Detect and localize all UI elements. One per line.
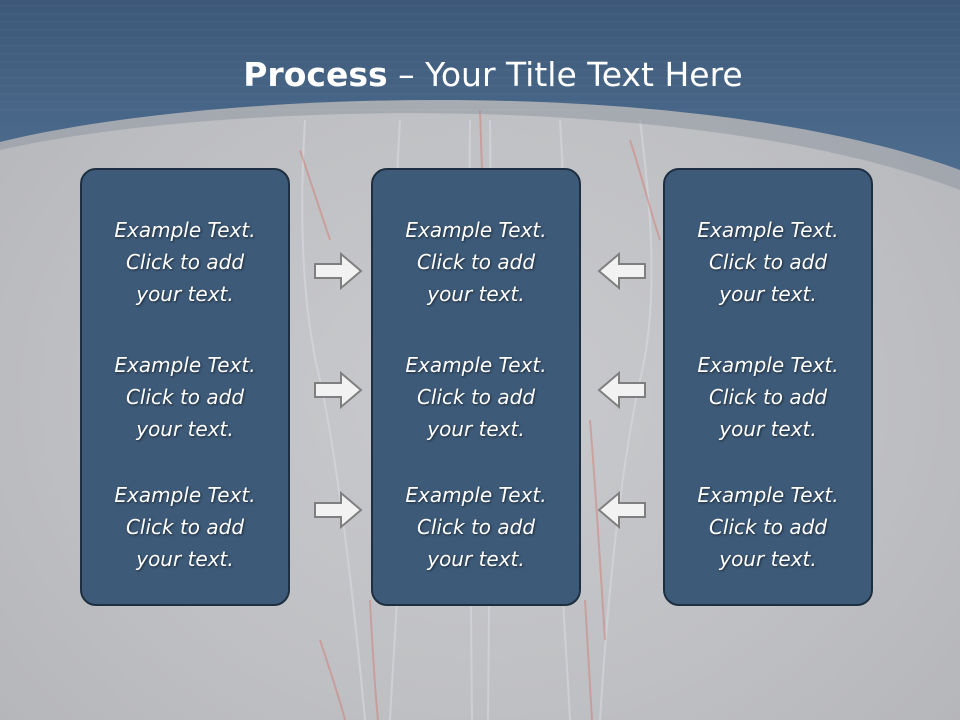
text-line: Click to add bbox=[708, 250, 828, 274]
text-line: Example Text. bbox=[697, 483, 839, 507]
text-block[interactable]: Example Text. Click to add your text. bbox=[82, 479, 288, 575]
text-line: Example Text. bbox=[114, 483, 256, 507]
arrow-left-icon[interactable] bbox=[597, 370, 647, 410]
arrow-left-icon[interactable] bbox=[597, 251, 647, 291]
text-line: Click to add bbox=[125, 385, 245, 409]
text-line: Example Text. bbox=[697, 218, 839, 242]
text-line: Example Text. bbox=[114, 218, 256, 242]
text-line: Click to add bbox=[708, 515, 828, 539]
text-block[interactable]: Example Text. Click to add your text. bbox=[665, 479, 871, 575]
text-line: Click to add bbox=[708, 385, 828, 409]
text-line: Click to add bbox=[416, 515, 536, 539]
text-line: Example Text. bbox=[697, 353, 839, 377]
text-line: your text. bbox=[719, 282, 817, 306]
text-block[interactable]: Example Text. Click to add your text. bbox=[82, 349, 288, 445]
text-line: your text. bbox=[136, 417, 234, 441]
text-box-right[interactable]: Example Text. Click to add your text. Ex… bbox=[663, 168, 873, 606]
text-block[interactable]: Example Text. Click to add your text. bbox=[665, 214, 871, 310]
slide-title[interactable]: Process – Your Title Text Here bbox=[0, 52, 960, 98]
text-block[interactable]: Example Text. Click to add your text. bbox=[373, 349, 579, 445]
text-line: Click to add bbox=[416, 250, 536, 274]
title-bold-part: Process bbox=[243, 55, 388, 94]
text-line: your text. bbox=[719, 547, 817, 571]
text-box-left[interactable]: Example Text. Click to add your text. Ex… bbox=[80, 168, 290, 606]
text-line: your text. bbox=[427, 417, 525, 441]
text-line: Click to add bbox=[125, 250, 245, 274]
text-line: Example Text. bbox=[405, 218, 547, 242]
header-band bbox=[0, 0, 960, 190]
text-box-middle[interactable]: Example Text. Click to add your text. Ex… bbox=[371, 168, 581, 606]
text-line: Click to add bbox=[125, 515, 245, 539]
text-line: your text. bbox=[719, 417, 817, 441]
text-line: Example Text. bbox=[405, 483, 547, 507]
text-line: your text. bbox=[427, 282, 525, 306]
text-line: your text. bbox=[136, 282, 234, 306]
text-block[interactable]: Example Text. Click to add your text. bbox=[82, 214, 288, 310]
text-line: your text. bbox=[427, 547, 525, 571]
arrow-right-icon[interactable] bbox=[313, 251, 363, 291]
title-rest-part: – Your Title Text Here bbox=[387, 55, 743, 94]
text-line: Click to add bbox=[416, 385, 536, 409]
text-block[interactable]: Example Text. Click to add your text. bbox=[373, 479, 579, 575]
text-line: your text. bbox=[136, 547, 234, 571]
text-line: Example Text. bbox=[405, 353, 547, 377]
text-line: Example Text. bbox=[114, 353, 256, 377]
text-block[interactable]: Example Text. Click to add your text. bbox=[665, 349, 871, 445]
arrow-right-icon[interactable] bbox=[313, 370, 363, 410]
text-block[interactable]: Example Text. Click to add your text. bbox=[373, 214, 579, 310]
arrow-right-icon[interactable] bbox=[313, 490, 363, 530]
arrow-left-icon[interactable] bbox=[597, 490, 647, 530]
